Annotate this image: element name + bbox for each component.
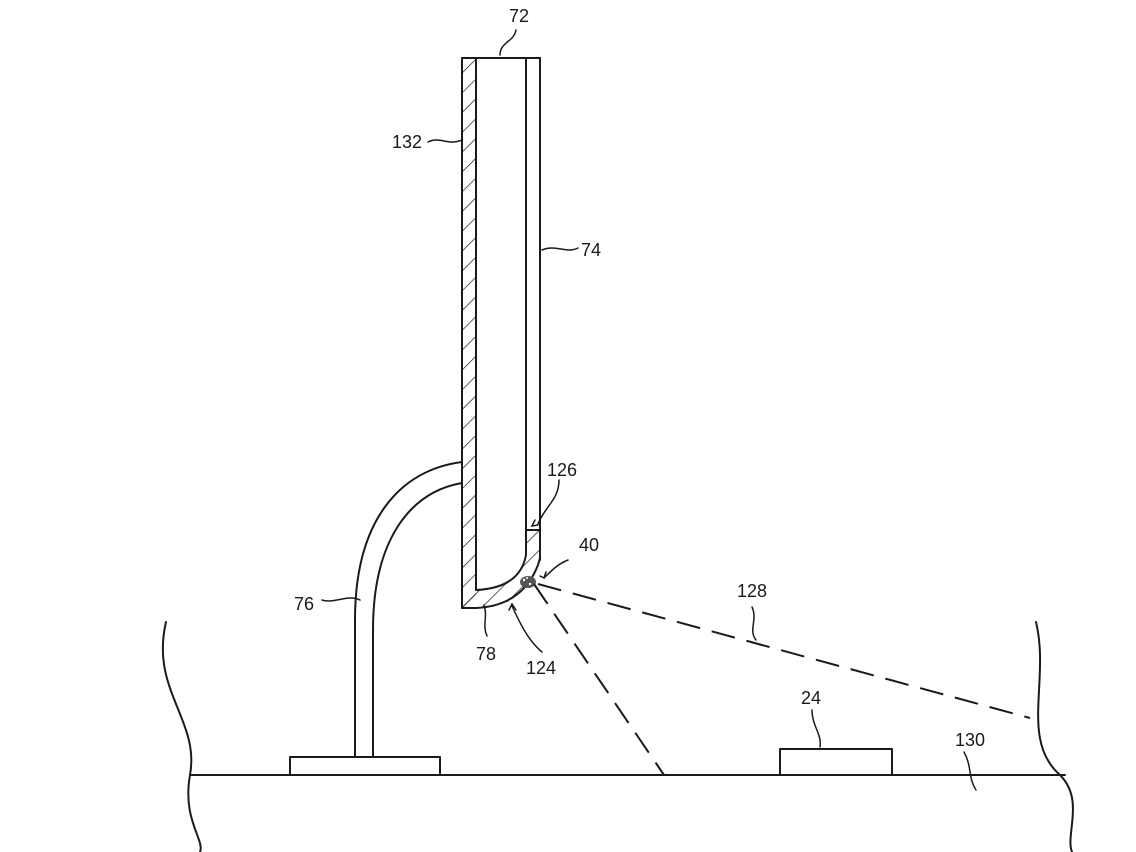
ref-124: 124 (526, 658, 556, 678)
ref-126: 126 (547, 460, 577, 480)
ref-132: 132 (392, 132, 422, 152)
leader-lines (321, 29, 977, 791)
light-path-lower (533, 583, 665, 776)
light-path-128 (537, 583, 1031, 719)
ref-76: 76 (294, 594, 314, 614)
ref-78: 78 (476, 644, 496, 664)
ref-128: 128 (737, 581, 767, 601)
ref-24: 24 (801, 688, 821, 708)
housing-outline (461, 57, 541, 609)
ref-74: 74 (581, 240, 601, 260)
ref-40: 40 (579, 535, 599, 555)
base-surface (161, 621, 1075, 852)
ref-72: 72 (509, 6, 529, 26)
ref-130: 130 (955, 730, 985, 750)
emitter-element (520, 576, 536, 588)
flexible-conduit (354, 461, 463, 758)
target-component (779, 748, 893, 776)
hatched-wall (462, 58, 476, 608)
mount-block (289, 756, 441, 776)
